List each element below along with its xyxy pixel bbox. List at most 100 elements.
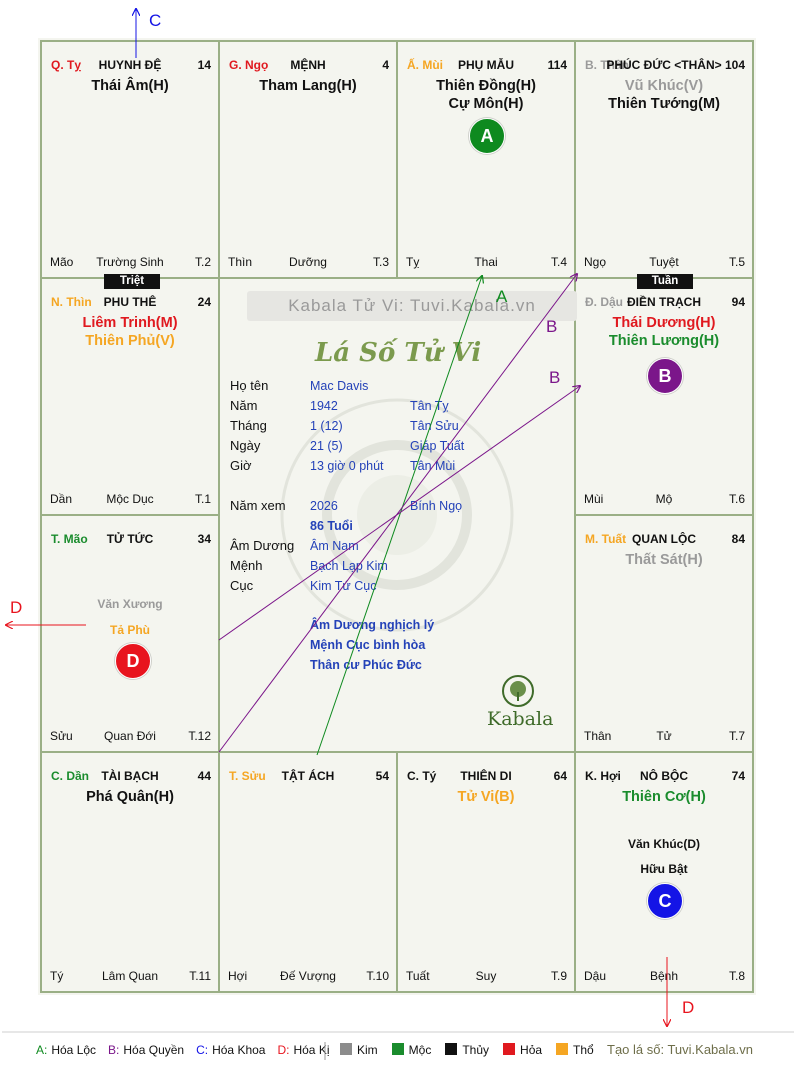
life-stage-label: Trường Sinh [96,255,164,269]
decade-label: T.10 [366,969,389,983]
decade-label: T.2 [194,255,211,269]
earthly-branch-label: Sửu [50,729,73,743]
branch-label: N. Thìn [51,295,92,309]
main-stars: Vũ Khúc(V) Thiên Tướng(M) [575,77,753,113]
element-label: Hỏa [520,1043,543,1057]
hoa-quyen-annotation-1: B [546,317,558,336]
info-value: Mac Davis [310,379,369,393]
main-star: Thái Dương(H) [612,315,716,331]
analysis-note: Thân cư Phúc Đức [310,658,422,672]
main-star: Vũ Khúc(V) [624,78,704,94]
main-star: Thái Âm(H) [91,78,169,94]
main-star: Thiên Tướng(M) [608,96,720,112]
info-label: Mệnh [230,558,263,573]
info-label: Tháng [230,418,267,433]
minor-star: Hữu Bật [640,862,688,876]
hoa-quyen-line-2 [218,386,580,641]
earthly-branch-label: Mùi [584,492,604,506]
branch-label: M. Tuất [585,532,627,546]
hoa-khoa-annotation: C [149,11,162,30]
branch-label: Ấ. Mùi [407,58,443,72]
main-stars: Thái Dương(H) Thiên Lương(H) [575,314,753,350]
element-label: Mộc [408,1043,432,1057]
triet-badge: Triệt [104,274,160,289]
main-star: Phá Quân(H) [86,789,174,805]
earthly-branch-label: Tuất [406,969,430,983]
element-swatch [445,1043,458,1055]
main-stars: Thiên Cơ(H) [575,788,753,806]
legend-label: Hóa Kị [293,1043,330,1057]
branch-label: C. Dần [51,769,90,783]
info-stem-branch: Bính Ngọ [410,499,463,513]
palace-age-number: 114 [547,58,567,72]
marker-b-circle: B [647,358,683,394]
palace-name: TỬ TỨC [106,532,154,546]
element-label: Kim [357,1043,378,1057]
main-star: Tử Vi(B) [457,789,515,805]
minor-star: Văn Xương [97,597,163,611]
info-label: Ngày [230,438,261,453]
info-label: Giờ [230,458,252,473]
main-star: Cự Môn(H) [448,96,524,112]
info-value: 2026 [310,499,338,513]
main-star: Liêm Trinh(M) [82,315,178,331]
element-label: Thủy [462,1043,490,1057]
legend-key: C: [196,1043,209,1057]
palace-age-number: 104 [724,58,745,72]
life-stage-label: Dưỡng [289,255,327,269]
hoa-ki-annotation-left: D [10,598,23,617]
marker-c-circle: C [647,883,683,919]
palace-age-number: 14 [197,58,211,72]
minor-star: Tả Phù [109,623,150,637]
palace-name: THIÊN DI [460,769,512,783]
palace-name: PHU THÊ [103,295,157,309]
info-value: 21 (5) [310,439,343,453]
branch-label: T. Mão [51,532,88,546]
legend-key: A: [36,1043,48,1057]
earthly-branch-label: Dần [50,492,73,506]
life-stage-label: Bệnh [649,969,679,983]
main-stars: Tham Lang(H) [219,77,397,95]
decade-label: T.7 [728,729,745,743]
earthly-branch-label: Mão [50,255,74,269]
info-value: 13 giờ 0 phút [310,459,384,473]
palace-name: PHÚC ĐỨC <THÂN> [606,58,722,72]
main-star: Thiên Lương(H) [608,333,720,349]
palace-age-number: 44 [197,769,211,783]
legend-divider [324,1042,326,1060]
analysis-note: Mệnh Cục bình hòa [310,638,426,652]
credit-link[interactable]: Tạo lá số: Tuvi.Kabala.vn [607,1042,753,1057]
info-label: Năm [230,398,258,413]
info-label: Năm xem [230,498,286,513]
branch-label: K. Hợi [585,769,621,783]
element-swatch [340,1043,352,1055]
main-star: Thiên Phủ(V) [85,333,175,349]
tuan-badge: Tuần [637,274,693,289]
earthly-branch-label: Dậu [584,969,607,983]
main-star: Thất Sát(H) [625,552,703,568]
decade-label: T.8 [728,969,745,983]
marker-a-circle: A [469,118,505,154]
hoa-quyen-line-1 [218,274,577,753]
palace-age-number: 64 [553,769,567,783]
info-label: Âm Dương [230,538,295,553]
branch-label: B. Thân [585,58,629,72]
info-stem-branch: Tân Sửu [410,419,459,433]
palace-name: TÀI BẠCH [101,769,159,783]
legend-key: B: [108,1043,120,1057]
marker-d-circle: D [115,643,151,679]
branch-label: C. Tý [407,769,437,783]
palace-age-number: 54 [375,769,389,783]
